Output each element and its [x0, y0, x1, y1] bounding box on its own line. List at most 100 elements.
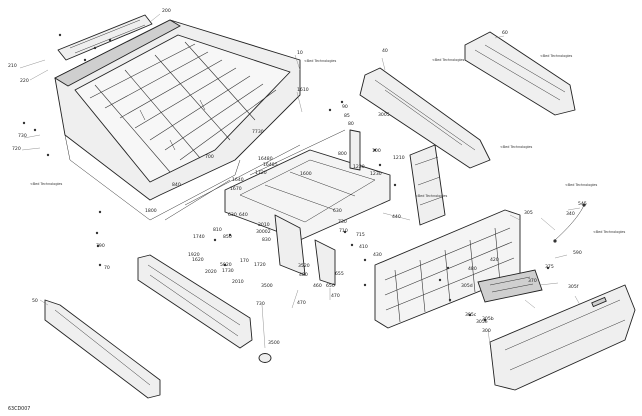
callout-number: 630 [228, 212, 237, 218]
callout-number: 480 [468, 266, 477, 272]
callout-number: 375 [545, 264, 554, 270]
callout-number: 1230 [370, 171, 382, 177]
reference-note: <Bed Technologies [540, 54, 572, 58]
callout-number: 850 [223, 234, 232, 240]
callout-number: 210 [8, 63, 17, 69]
callout-number: 1920 [188, 252, 200, 258]
callout-number: 2010 [232, 279, 244, 285]
reference-note: <Bed Technologies [30, 182, 62, 186]
reference-note: <Bed Technologies [500, 145, 532, 149]
reference-note: <Bed Technologies [565, 183, 597, 187]
callout-number: 830 [262, 237, 271, 243]
callout-number: 1740 [193, 234, 205, 240]
callout-number: 2020 [205, 269, 217, 275]
callout-number: 2010 [258, 222, 270, 228]
figure-reference-code: 63CD007 [8, 406, 30, 412]
callout-number: 1720 [254, 262, 266, 268]
callout-number: 90 [342, 104, 348, 110]
callout-number: 370 [528, 278, 537, 284]
reference-note: <Bed Technologies [593, 230, 625, 234]
callout-number: 305f [568, 284, 579, 290]
drain-plug [258, 353, 272, 363]
reference-note: <Bed Technologies [304, 59, 336, 63]
callout-number: 305e [476, 319, 488, 325]
side-panel-60 [464, 31, 576, 116]
callout-number: 440 [392, 214, 401, 220]
callout-number: 305b [482, 316, 494, 322]
callout-number: 1640 [232, 177, 244, 183]
callout-number: 1730 [222, 268, 234, 274]
callout-number: 430 [373, 252, 382, 258]
latch-cable [553, 203, 586, 243]
callout-number: 3005 [378, 112, 390, 118]
callout-number: 710 [339, 228, 348, 234]
callout-number: 470 [331, 293, 340, 299]
callout-number: 70 [104, 265, 110, 271]
callout-number: 3500 [268, 340, 280, 346]
callout-number: 300 [482, 328, 491, 334]
callout-number: 650 [326, 283, 335, 289]
callout-number: 220 [20, 78, 29, 84]
callout-number: 470 [297, 300, 306, 306]
callout-number: 7730 [252, 129, 264, 135]
callout-number: 200 [162, 8, 171, 14]
reference-note: <Bed Technologies [415, 194, 447, 198]
callout-number: 480 [299, 272, 308, 278]
callout-number: 16485 [263, 162, 278, 168]
callout-number: 630 [333, 208, 342, 214]
side-cover-50 [44, 299, 161, 399]
callout-number: 1670 [230, 186, 242, 192]
callout-number: 840 [172, 182, 181, 188]
callout-number: 410 [359, 244, 368, 250]
callout-labels: 200 210 220 10 1610 40 60 730 720 7730 90 85 80 3005 1… [8, 8, 587, 346]
callout-number: 640 [239, 212, 248, 218]
callout-number: 790 [96, 243, 105, 249]
callout-number: 340 [566, 211, 575, 217]
callout-number: 730 [338, 219, 347, 225]
callout-number: 1600 [300, 171, 312, 177]
callout-number: 80 [348, 121, 354, 127]
callout-number: 60 [502, 30, 508, 36]
callout-number: 810 [213, 227, 222, 233]
callout-number: 730 [18, 133, 27, 139]
callout-number: 50 [32, 298, 38, 304]
callout-number: 715 [356, 232, 365, 238]
callout-number: 420 [490, 257, 499, 263]
callout-number: 305d [461, 283, 473, 289]
callout-number: 170 [240, 258, 249, 264]
callout-number: 460 [313, 283, 322, 289]
latch-assembly [477, 269, 543, 303]
side-panel-30 [137, 254, 253, 349]
callout-number: 30002 [256, 229, 271, 235]
callout-number: 545 [578, 201, 587, 207]
bed-frame [164, 129, 391, 286]
callout-number: 1220 [353, 164, 365, 170]
leader-lines [19, 13, 581, 349]
callout-number: 590 [573, 250, 582, 256]
side-panel-40 [359, 67, 491, 169]
callout-number: 10 [297, 50, 303, 56]
cargo-bed-tub [54, 19, 301, 221]
callout-number: 3520 [298, 263, 310, 269]
callout-number: 100 [372, 148, 381, 154]
callout-number: 5020 [220, 262, 232, 268]
callout-number: 1210 [393, 155, 405, 161]
hinge-bracket [409, 144, 446, 226]
callout-number: 85 [344, 113, 350, 119]
reference-notes: <Bed Technologies <Bed Technologies <Bed T… [30, 54, 625, 234]
fastener-hardware [22, 33, 550, 322]
callout-number: 655 [335, 271, 344, 277]
callout-number: 305c [465, 312, 477, 318]
callout-number: 3500 [261, 283, 273, 289]
reference-note: <Bed Technologies [432, 58, 464, 62]
callout-number: 1720 [255, 170, 267, 176]
callout-number: 730 [256, 301, 265, 307]
callout-number: 1620 [192, 257, 204, 263]
callout-number: 720 [12, 146, 21, 152]
callout-number: 16480 [258, 156, 273, 162]
callout-number: 1610 [297, 87, 309, 93]
tailgate-outer-panel [489, 284, 636, 391]
callout-number: 40 [382, 48, 388, 54]
